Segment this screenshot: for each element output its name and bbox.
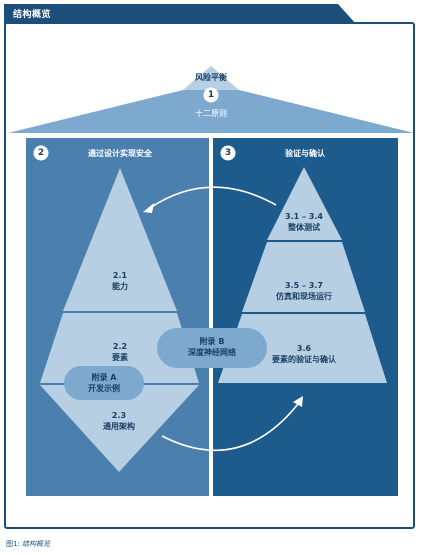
annex-b-label: 深度神经网络	[188, 348, 236, 357]
principle-subtitle: 十二原则	[195, 109, 227, 118]
item-3-5-label: 仿真和现场运行	[276, 292, 332, 301]
right-pyramid-top	[267, 167, 342, 240]
left-pyramid-middle	[40, 313, 199, 383]
item-3-6-label: 要素的验证与确认	[272, 355, 336, 364]
left-panel-title: 通过设计实现安全	[88, 149, 152, 158]
caption-prefix: 图1:	[6, 540, 20, 548]
principle-base	[8, 90, 414, 133]
right-panel-number-circle	[220, 145, 236, 161]
principle-title: 风险平衡	[195, 73, 227, 82]
right-panel-title: 验证与确认	[285, 149, 325, 158]
left-panel-number: 2	[37, 148, 45, 158]
item-2-2-label: 要素	[112, 353, 128, 362]
arrow-right-to-left-head	[143, 203, 154, 213]
left-pyramid-inverted	[40, 385, 199, 472]
item-3-6-number: 3.6	[296, 344, 312, 353]
left-pyramid-top	[63, 168, 177, 311]
left-panel-number-circle	[33, 145, 49, 161]
item-3-5-number: 3.5 – 3.7	[285, 281, 323, 290]
principle-top-triangle	[183, 66, 239, 90]
caption-text: 结构概览	[22, 540, 51, 548]
header-title: 结构概览	[13, 10, 52, 20]
right-pyramid-middle	[242, 242, 365, 312]
section-header: 结构概览	[4, 4, 356, 24]
diagram-frame	[4, 22, 415, 529]
item-2-1-number: 2.1	[112, 271, 128, 280]
annex-a-shape	[64, 366, 144, 400]
annex-a-title: 附录 A	[91, 373, 117, 382]
arrow-left-to-right	[161, 403, 299, 452]
right-panel-number: 3	[224, 148, 232, 158]
item-3-1-number: 3.1 – 3.4	[285, 212, 323, 221]
annex-a-label: 开发示例	[88, 384, 120, 393]
principle-number: 1	[207, 90, 215, 100]
header-tab-shape	[4, 4, 356, 24]
annex-b-title: 附录 B	[199, 337, 225, 346]
right-pyramid-bottom	[218, 314, 387, 383]
item-2-1-label: 能力	[112, 282, 128, 291]
item-3-1-label: 整体测试	[288, 223, 320, 232]
item-2-2-number: 2.2	[112, 342, 128, 351]
annex-b-shape	[157, 328, 267, 368]
figure-caption: 图1: 结构概览	[6, 539, 50, 549]
principle-number-circle	[203, 87, 219, 103]
arrow-left-to-right-head	[293, 396, 303, 407]
item-2-3-label: 通用架构	[103, 422, 135, 431]
item-2-3-number: 2.3	[111, 411, 127, 420]
arrow-right-to-left	[149, 186, 277, 209]
